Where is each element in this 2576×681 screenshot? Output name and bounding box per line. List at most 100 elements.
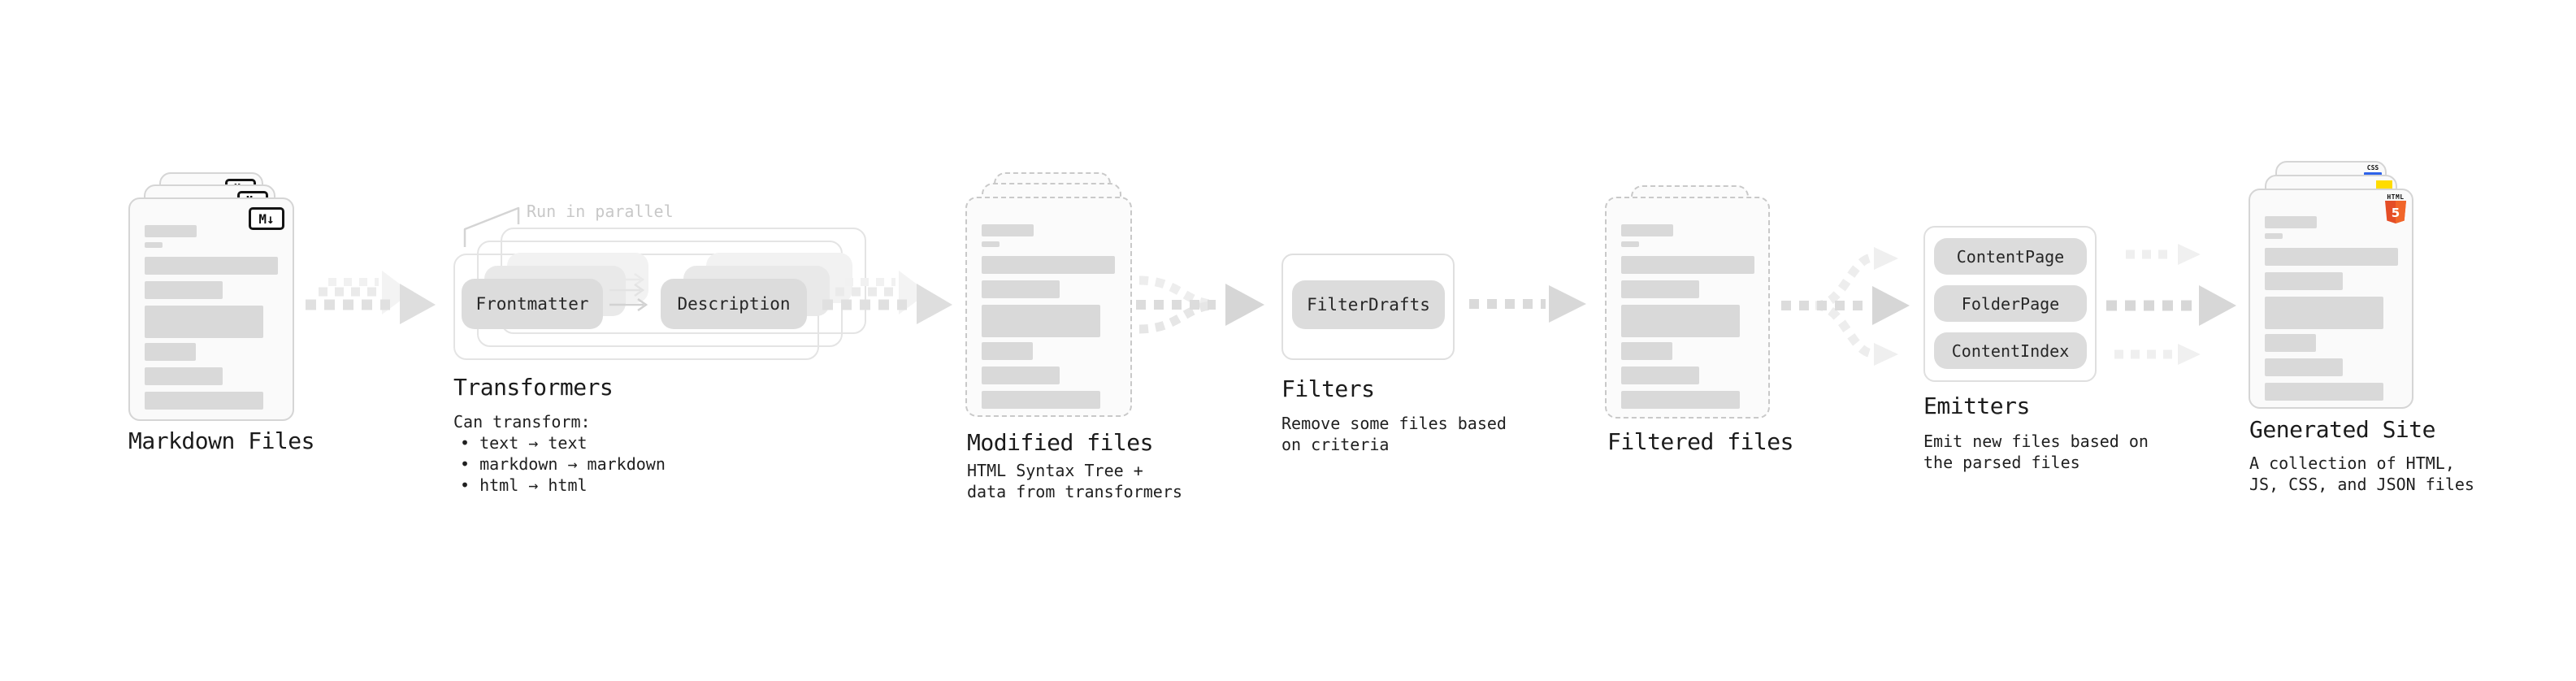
desc-line: Emit new files based on [1923,432,2149,451]
document-skeleton [1621,198,1757,409]
run-in-parallel-note: Run in parallel [527,202,674,221]
text-line-placeholder [145,306,263,338]
text-line-placeholder [145,257,278,275]
text-line-placeholder [2265,334,2316,352]
shield-right [2396,201,2406,223]
arrowhead-main [400,284,436,324]
site-file-card-html: HTML 5 [2249,189,2413,409]
text-line-placeholder [982,241,1000,247]
modified-file-card [965,197,1132,417]
arrowhead-main [917,284,952,324]
folderpage-box: FolderPage [1934,285,2087,322]
modified-files-desc: HTML Syntax Tree + data from transformer… [967,460,1182,502]
transformers-desc: Can transform: • text → text • markdown … [453,411,666,496]
filtered-file-card [1605,197,1770,419]
contentindex-box: ContentIndex [1934,332,2087,369]
callout-line [463,206,520,247]
js-file-icon [2376,180,2392,189]
arrowhead-main [1225,284,1264,326]
transformers-bullet: • markdown → markdown [460,454,666,474]
text-line-placeholder [145,343,196,361]
text-line-placeholder [1621,224,1673,236]
transformers-bullet: • html → html [460,475,588,495]
document-skeleton [982,198,1119,409]
css-icon-underline [2364,172,2382,176]
text-line-placeholder [1621,280,1699,298]
arrowhead-bottom [2178,344,2201,365]
frontmatter-box: Frontmatter [462,279,603,329]
desc-line: A collection of HTML, [2249,453,2455,473]
arrow-emitters-to-site [2106,244,2236,365]
desc-line: HTML Syntax Tree + [967,461,1143,480]
text-line-placeholder [1621,256,1754,274]
contentpage-box: ContentPage [1934,238,2087,275]
arrowhead-bottom [1874,343,1898,366]
filters-label: Filters [1281,375,1375,402]
text-line-placeholder [145,367,223,385]
emitters-label: Emitters [1923,393,2030,419]
text-line-placeholder [2265,358,2343,376]
html5-icon-word: HTML [2387,193,2405,201]
inner-arrow-bottom [609,297,648,312]
modified-files-label: Modified files [967,429,1154,456]
desc-line: Remove some files based [1281,414,1507,433]
desc-line: data from transformers [967,482,1182,501]
arrow-filters-to-filtered [1469,285,1586,323]
transformers-label: Transformers [453,374,614,401]
inner-arrow-top [609,272,645,287]
markdown-file-card: M↓ [128,197,294,421]
arrowhead-main [2199,285,2236,326]
text-line-placeholder [982,342,1033,360]
desc-line: the parsed files [1923,453,2080,472]
text-line-placeholder [1621,241,1639,247]
arrowhead-top [2178,244,2201,265]
text-line-placeholder [145,242,163,248]
inner-arrow-middle [609,283,645,297]
generated-site-label: Generated Site [2249,416,2436,443]
text-line-placeholder [982,280,1060,298]
arrow-transformers-to-modified [822,271,952,324]
text-line-placeholder [1621,342,1672,360]
inner-transform-arrows [609,272,648,312]
text-line-placeholder [2265,233,2283,239]
html5-shield: 5 [2385,201,2406,223]
transformers-bullet: • text → text [460,433,588,453]
text-line-placeholder [2265,248,2398,266]
text-line-placeholder [1621,305,1740,337]
text-line-placeholder [982,305,1100,337]
arrowhead-main [1872,286,1910,325]
text-line-placeholder [1621,391,1740,409]
arrowhead-main [1549,285,1586,323]
text-line-placeholder [982,367,1060,384]
text-line-placeholder [982,391,1100,409]
desc-line: JS, CSS, and JSON files [2249,475,2474,494]
diverge-curve-top [1815,253,1874,310]
emitters-desc: Emit new files based on the parsed files [1923,431,2149,473]
text-line-placeholder [982,224,1034,236]
text-line-placeholder [145,392,263,410]
arrow-markdown-to-transformers [306,271,436,324]
filterdrafts-box: FilterDrafts [1292,280,1445,329]
diverge-curve-bottom [1815,301,1874,358]
css-icon-text: CSS [2366,164,2379,171]
text-line-placeholder [982,256,1115,274]
document-skeleton [145,199,281,410]
converge-curve-bottom [1138,301,1212,334]
arrow-modified-to-filters [1136,275,1264,334]
text-line-placeholder [2265,297,2383,329]
arrowhead-top [1874,247,1898,270]
filtered-files-label: Filtered files [1607,428,1794,455]
markdown-icon-text: M↓ [258,210,275,227]
markdown-icon: M↓ [249,207,284,230]
text-line-placeholder [2265,272,2343,290]
text-line-placeholder [2265,216,2317,228]
text-line-placeholder [1621,367,1699,384]
html5-icon: HTML 5 [2384,193,2407,227]
callout-polyline [463,206,520,247]
desc-line: on criteria [1281,435,1390,454]
text-line-placeholder [2265,383,2383,401]
text-line-placeholder [145,225,197,237]
arrow-filtered-to-emitters [1781,247,1910,366]
html5-number: 5 [2392,206,2400,220]
